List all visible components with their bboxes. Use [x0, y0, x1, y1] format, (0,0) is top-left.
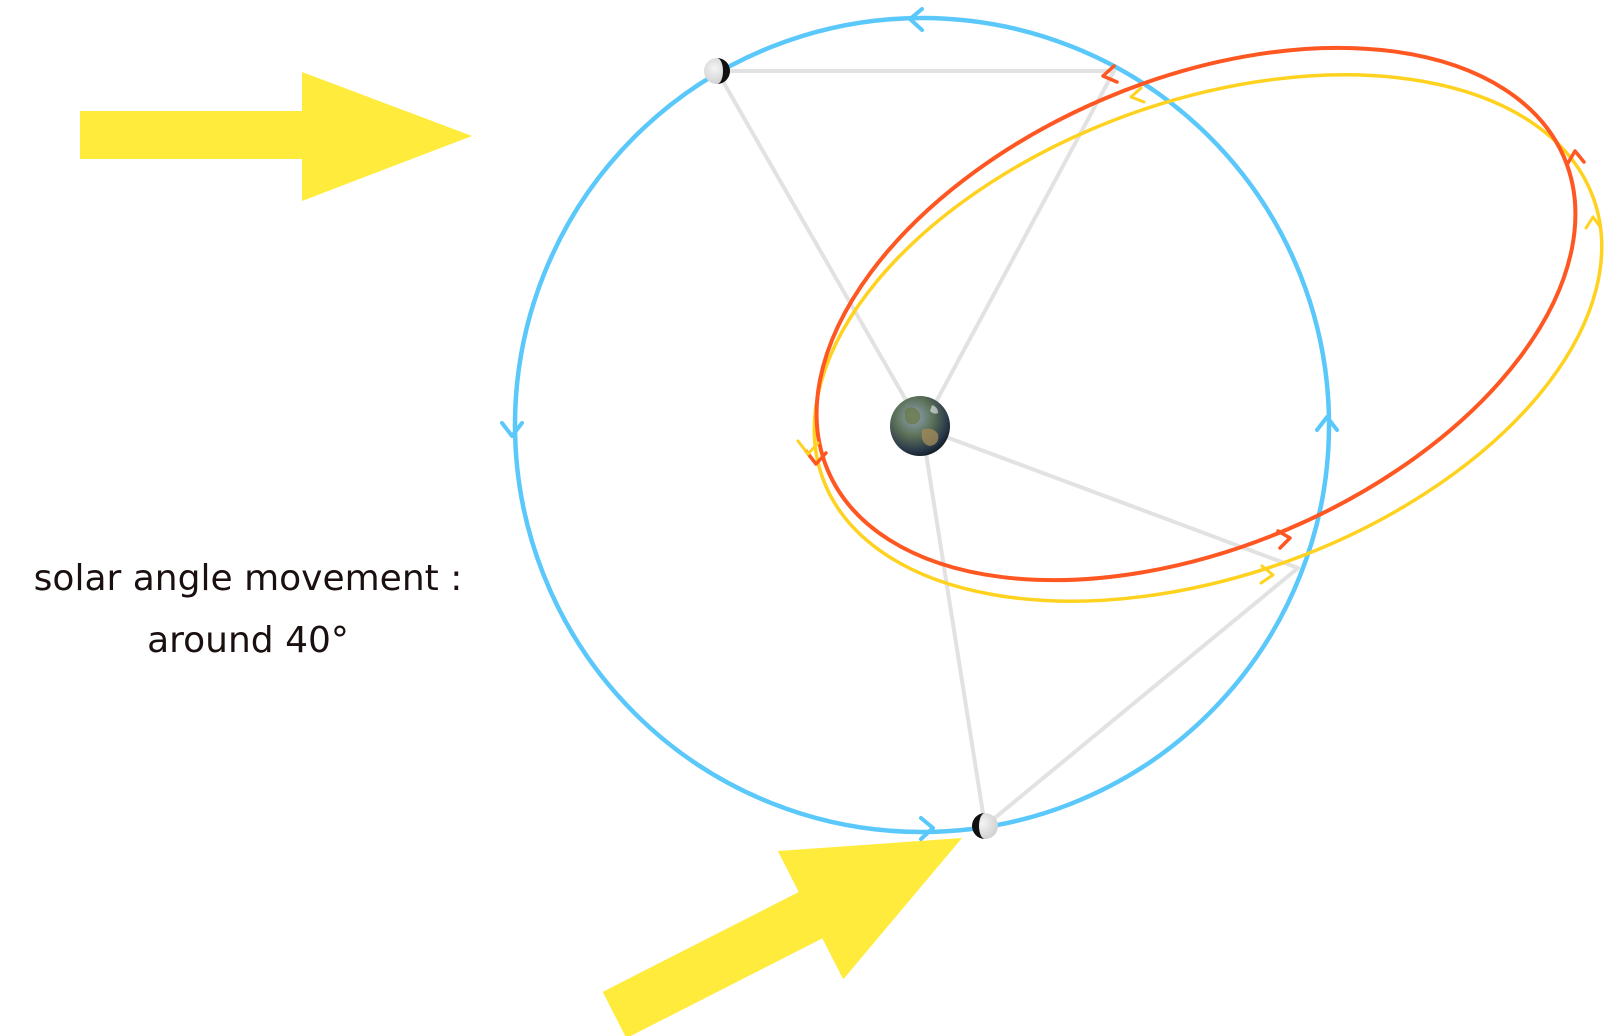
moon-icon	[704, 58, 730, 84]
moon-icon	[972, 813, 998, 839]
chevron-icon	[919, 816, 935, 841]
orbit-yellow	[812, 73, 1604, 603]
sunlight-arrow-icon	[80, 72, 472, 201]
sunlight-arrow-icon	[602, 838, 962, 1036]
chevron-icon	[1566, 149, 1586, 165]
chevron-icon	[1101, 64, 1119, 84]
orbit-red	[814, 45, 1578, 583]
chevron-icon	[1276, 529, 1292, 550]
chevron-icon	[1259, 564, 1275, 585]
chevron-icon	[1315, 415, 1339, 432]
chevron-icon	[1129, 86, 1146, 104]
chevron-icon	[804, 449, 828, 466]
chevron-icon	[500, 421, 524, 438]
guide-lines	[715, 69, 1300, 828]
chevron-icon	[908, 7, 924, 32]
caption-line-2: around 40°	[147, 620, 349, 661]
earth-icon	[890, 396, 950, 456]
chevron-icon	[796, 439, 820, 456]
moon-orbit	[512, 15, 1332, 835]
chevron-icon	[1584, 215, 1603, 230]
caption-line-1: solar angle movement :	[34, 558, 463, 599]
